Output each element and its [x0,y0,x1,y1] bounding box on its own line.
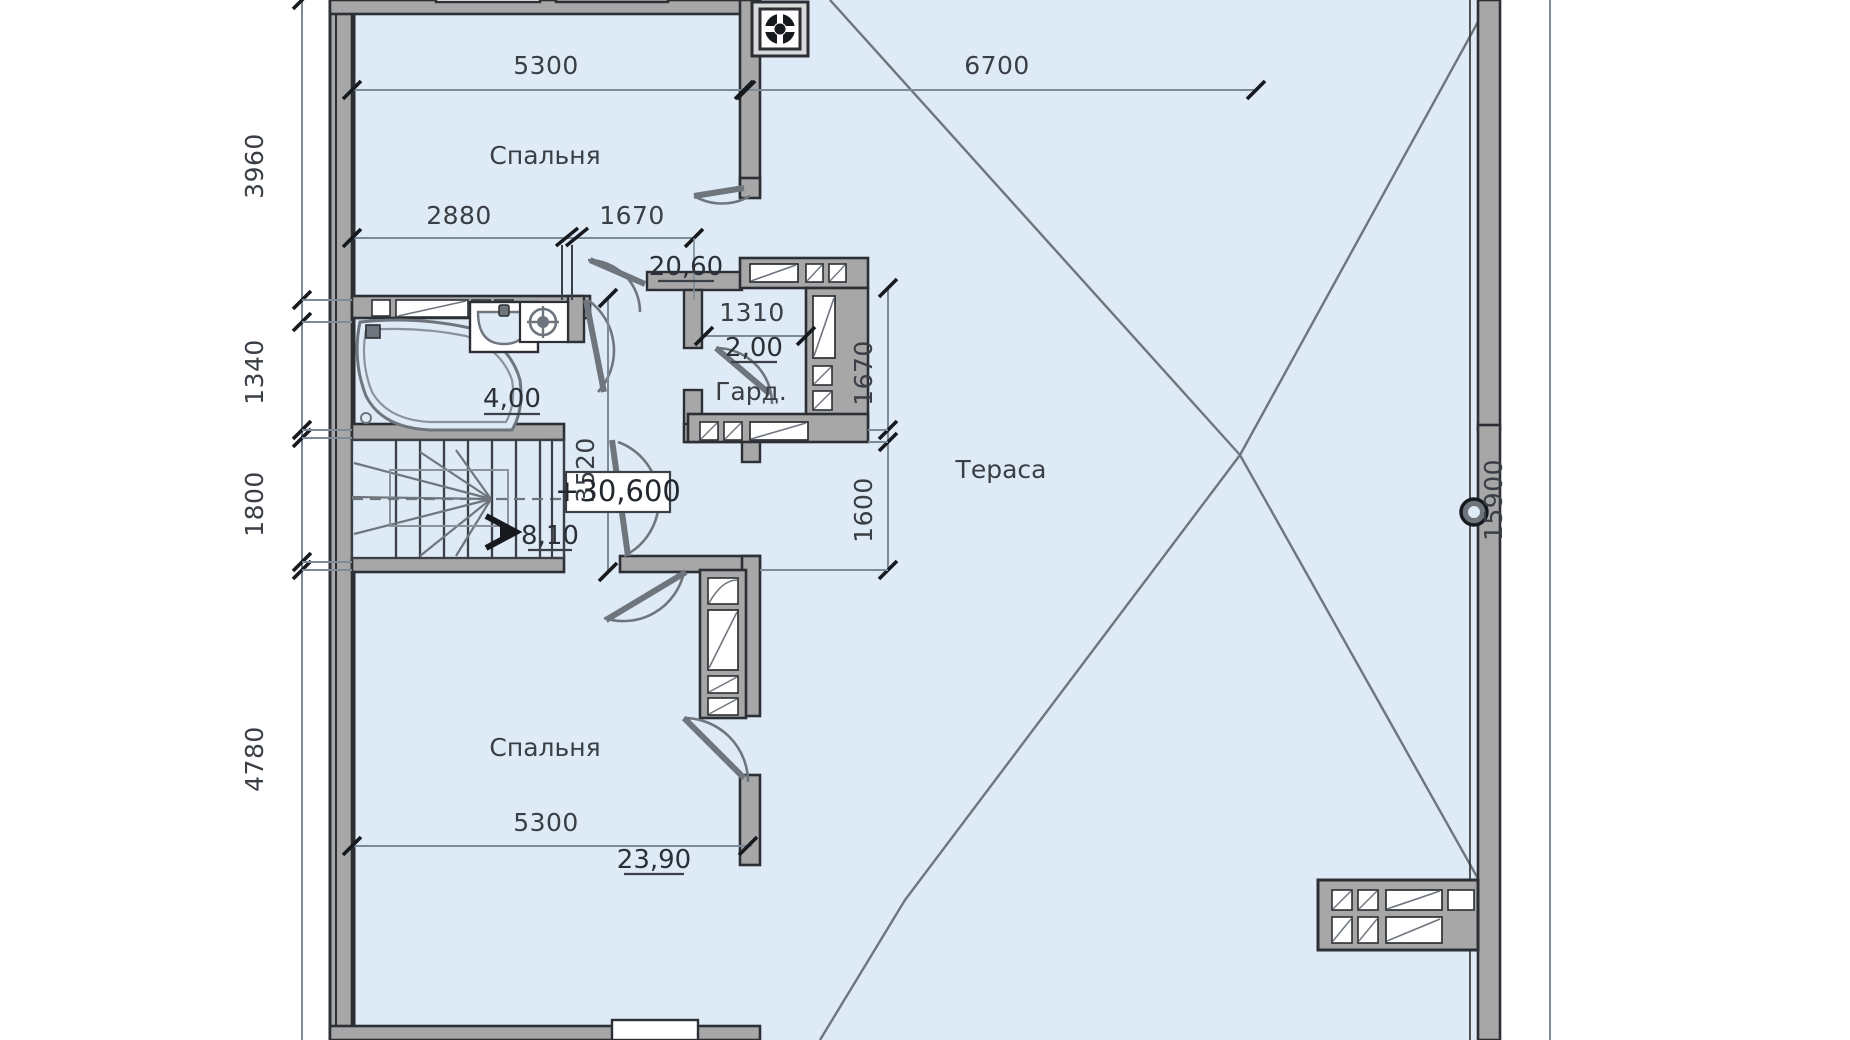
room-label-bedroom-top: Спальня [489,141,600,170]
room-area-bedroom-top: 20,60 [649,252,723,282]
staircase [350,438,566,560]
room-label-bedroom-bottom: Спальня [489,733,600,762]
dim-inner-2880: 2880 [426,201,492,230]
terrace-column [1459,497,1489,527]
dim-1310: 1310 [719,298,785,327]
level-marker-text: +30,600 [555,474,681,508]
room-area-bathroom: 4,00 [483,384,541,414]
dim-left-1800: 1800 [240,471,269,537]
dim-left-4780: 4780 [240,726,269,792]
walls [328,0,1502,1040]
wardrobe-unit-terrace [1316,878,1480,952]
dim-inner-1670: 1670 [599,201,665,230]
dim-3520: 3520 [571,437,600,503]
terrace-fill [758,0,1498,1040]
room-label-wardrobe: Гард. [715,377,787,406]
room-area-stairs: 8,10 [521,521,579,551]
dimension-lines [291,0,1551,1040]
room-label-terrace: Тераса [955,455,1047,484]
doors [583,185,774,783]
dim-bottom-5300: 5300 [513,808,579,837]
dim-right-1670: 1670 [849,340,878,406]
area-underlines [484,279,777,876]
dim-top-6700: 6700 [964,51,1030,80]
room-area-bedroom-bottom: 23,90 [617,845,691,875]
dim-top-5300: 5300 [513,51,579,80]
level-marker-box [564,470,672,514]
floor-drain-icon [518,300,570,344]
dim-right-1600: 1600 [849,477,878,543]
dim-left-3960: 3960 [240,133,269,199]
room-area-wardrobe: 2,00 [725,333,783,363]
roof-hip-lines [818,0,1492,1040]
dim-right-15900: 15900 [1479,459,1508,541]
dim-left-1340: 1340 [240,339,269,405]
